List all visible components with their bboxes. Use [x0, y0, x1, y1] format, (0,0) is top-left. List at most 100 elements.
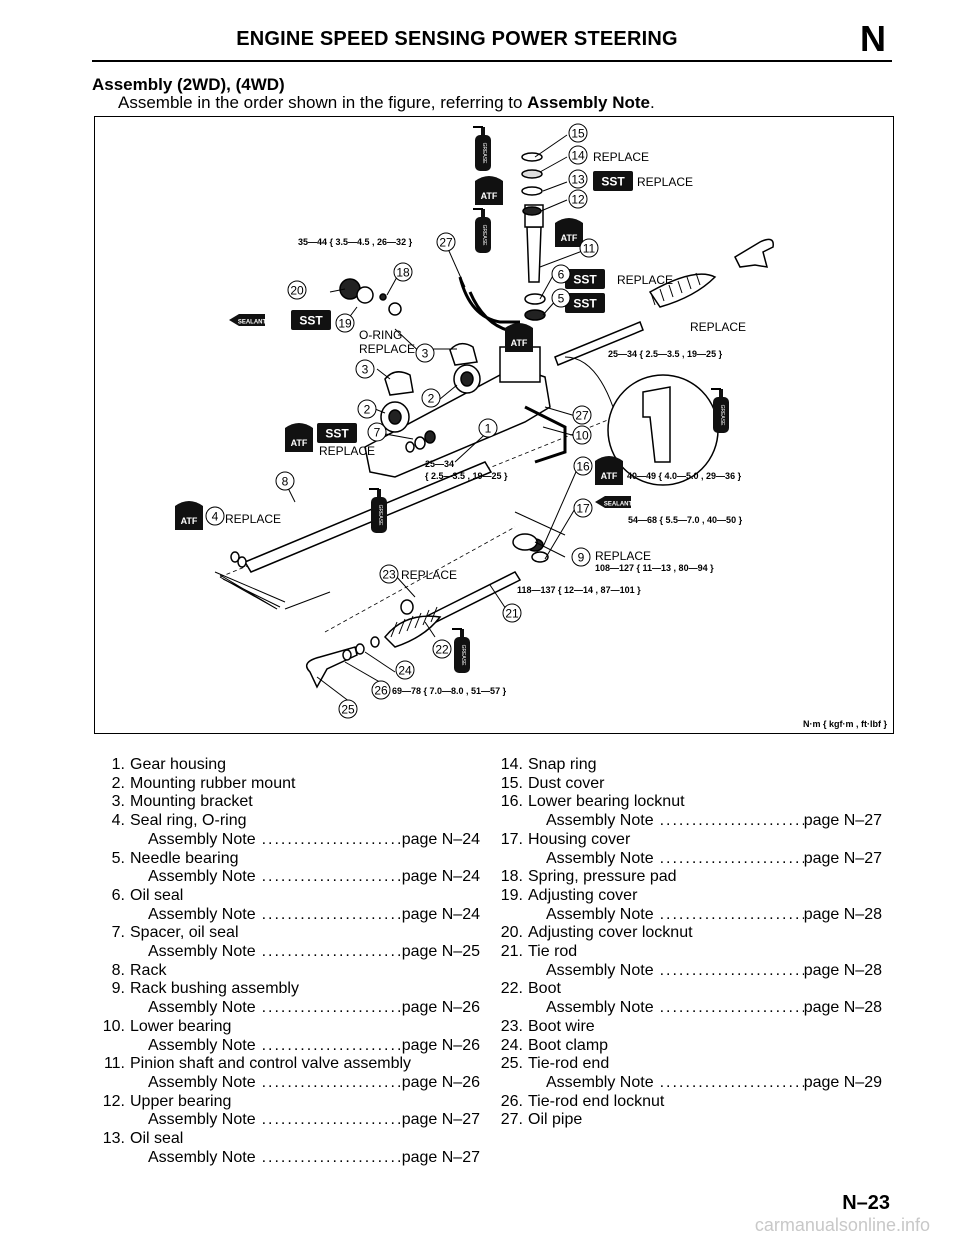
- callout-circle: [395, 660, 415, 680]
- callout-circle: [502, 603, 522, 623]
- callout-number: 7: [374, 426, 381, 440]
- atf-can-icon: [505, 323, 533, 352]
- leader-line: [542, 181, 568, 192]
- callout-circle: [415, 343, 435, 363]
- atf-can-icon: [595, 456, 623, 485]
- ring-part: [521, 169, 543, 179]
- callout-circle: [568, 189, 588, 209]
- atf-label: ATF: [481, 191, 498, 201]
- ring-part: [230, 551, 240, 563]
- assembly-axis-line: [324, 526, 516, 633]
- assembly-note-label: Assembly Note: [546, 1073, 654, 1091]
- sst-badge: [593, 171, 633, 191]
- page-reference: page N–26: [401, 999, 480, 1017]
- parts-list-item: 6.Oil seal: [96, 887, 480, 906]
- atf-can-icon: [175, 501, 203, 530]
- page-reference: page N–27: [803, 849, 882, 867]
- callout-circle: [568, 169, 588, 189]
- leader-line: [539, 249, 586, 268]
- leader-line: [534, 541, 566, 558]
- leader-dots: [256, 868, 402, 887]
- item-number: 9.: [111, 980, 125, 998]
- callout-circle: [572, 405, 592, 425]
- callout-number: 17: [576, 502, 590, 516]
- item-name: Boot wire: [528, 1017, 595, 1035]
- leader-line: [439, 384, 458, 400]
- assembly-note-label: Assembly Note: [148, 830, 256, 848]
- torque-value: 118—137 { 12—14 , 87—101 }: [517, 585, 641, 595]
- parts-list-item: 1.Gear housing: [96, 756, 480, 775]
- item-name: Tie-rod end locknut: [528, 1092, 665, 1110]
- item-number: 22.: [500, 980, 523, 998]
- assembly-note-label: Assembly Note: [546, 849, 654, 867]
- assembly-note-row: Assembly Notepage N–27: [96, 1111, 480, 1130]
- parts-list-item: 18.Spring, pressure pad: [494, 868, 882, 887]
- item-number: 11.: [103, 1055, 125, 1073]
- ring-part: [342, 649, 352, 661]
- ring-part: [524, 293, 546, 305]
- assembly-note-label: Assembly Note: [148, 999, 256, 1017]
- callout-number: 26: [374, 684, 388, 698]
- leader-line: [424, 621, 436, 638]
- callout-number: 18: [396, 266, 410, 280]
- ring-part: [237, 556, 247, 568]
- assembly-note-label: Assembly Note: [148, 1148, 256, 1166]
- parts-list-item: 25.Tie-rod end: [494, 1055, 882, 1074]
- callout-circle: [568, 145, 588, 165]
- ring-part: [460, 371, 474, 387]
- torque-value: { 2.5—3.5 , 19—25 }: [425, 471, 508, 481]
- item-number: 17.: [500, 830, 523, 848]
- boot-pleat: [398, 618, 406, 635]
- assembly-note-row: Assembly Notepage N–26: [96, 1074, 480, 1093]
- atf-can-icon: [285, 423, 313, 452]
- item-number: 3.: [111, 793, 125, 811]
- parts-list-item: 7.Spacer, oil seal: [96, 924, 480, 943]
- page-reference: page N–26: [401, 1036, 480, 1054]
- atf-label: ATF: [181, 516, 198, 526]
- assembly-note-row: Assembly Notepage N–27: [96, 1149, 480, 1168]
- page-number: N–23: [842, 1192, 890, 1214]
- item-number: 25.: [500, 1055, 523, 1073]
- item-name: Oil seal: [130, 886, 184, 904]
- callout-number: 5: [558, 292, 565, 306]
- leader-dots: [256, 1074, 402, 1093]
- valve-housing: [499, 346, 541, 383]
- boot-pleat: [390, 621, 398, 638]
- ring-part: [522, 206, 542, 216]
- atf-label: ATF: [511, 338, 528, 348]
- callout-number: 19: [338, 317, 352, 331]
- page-reference: page N–24: [401, 830, 480, 848]
- leader-line: [364, 651, 396, 673]
- leader-line: [316, 676, 351, 703]
- oil-pipe: [458, 276, 520, 334]
- callout-circle: [367, 422, 387, 442]
- leader-dots: [256, 906, 402, 925]
- page-title: ENGINE SPEED SENSING POWER STEERING: [236, 28, 678, 50]
- grease-nozzle: [719, 389, 723, 397]
- ring-part: [424, 430, 436, 444]
- item-name: Lower bearing locknut: [528, 793, 685, 811]
- leader-line: [284, 591, 331, 610]
- item-name: Lower bearing: [130, 1017, 232, 1035]
- item-number: 20.: [500, 924, 523, 942]
- leader-line: [540, 199, 568, 212]
- assembly-note-label: Assembly Note: [148, 868, 256, 886]
- item-number: 23.: [500, 1017, 523, 1035]
- ring-part: [531, 551, 549, 563]
- leader-line: [222, 578, 281, 608]
- parts-list-item: 19.Adjusting cover: [494, 887, 882, 906]
- leader-dots: [654, 906, 804, 925]
- parts-list-item: 5.Needle bearing: [96, 850, 480, 869]
- section-title: Assembly (2WD), (4WD): [92, 75, 285, 94]
- grease-can-icon: [371, 497, 387, 533]
- parts-list-item: 9.Rack bushing assembly: [96, 980, 480, 999]
- item-number: 13.: [102, 1130, 125, 1148]
- leader-dots: [256, 1149, 402, 1168]
- ring-part: [414, 436, 426, 450]
- callout-number: 9: [578, 551, 585, 565]
- boot-pleat: [686, 276, 692, 290]
- leader-dots: [256, 1111, 402, 1130]
- replace-label: REPLACE: [690, 320, 746, 334]
- leader-dots: [654, 999, 804, 1018]
- grease-nozzle: [481, 209, 485, 217]
